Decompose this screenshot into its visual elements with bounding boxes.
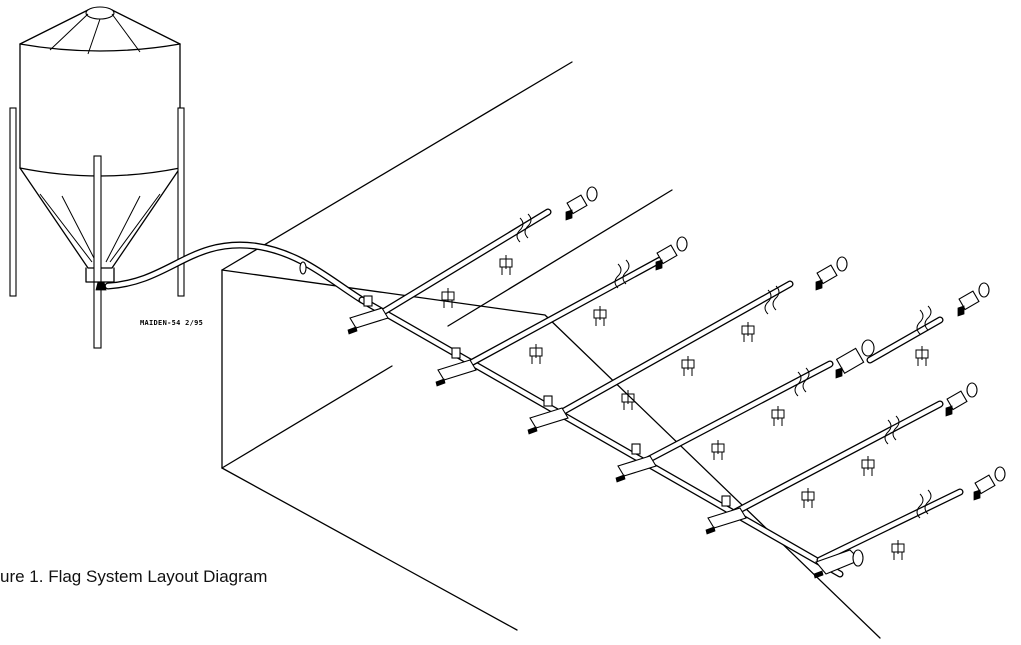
main-line-controls — [347, 295, 864, 579]
figure-caption: ure 1. Flag System Layout Diagram — [0, 567, 267, 586]
feeder-lines — [366, 208, 964, 564]
building-outline — [221, 61, 881, 639]
end-motors — [565, 186, 1006, 501]
main-feed-line — [358, 296, 844, 578]
line-break-marks — [516, 213, 932, 519]
silo-tag: MAIDEN-54 2/95 — [140, 319, 203, 327]
feeder-stations — [441, 255, 929, 560]
supply-line — [104, 241, 366, 304]
feed-silo — [9, 6, 185, 349]
